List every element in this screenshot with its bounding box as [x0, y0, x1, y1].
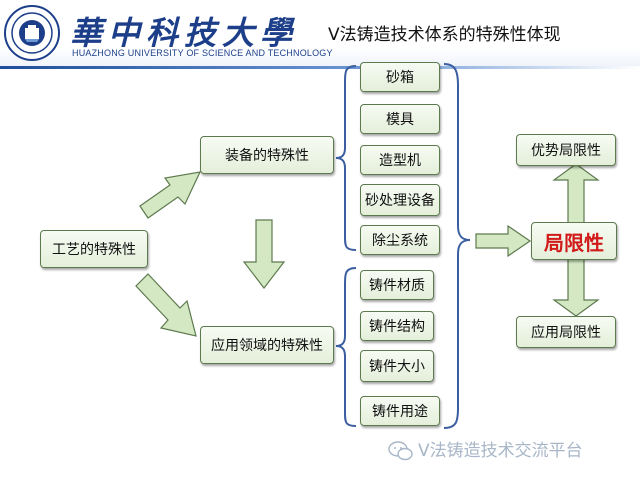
- university-seal-logo: [4, 5, 60, 61]
- arrow-process-to-equipment: [139, 171, 202, 219]
- node-advantage-limitation: 优势局限性: [516, 134, 616, 166]
- node-equipment: 装备的特殊性: [200, 136, 334, 174]
- node-casting-material: 铸件材质: [360, 270, 434, 300]
- brace-equipment-group: [335, 65, 357, 251]
- node-sand-treatment: 砂处理设备: [360, 184, 440, 216]
- node-dust-removal: 除尘系统: [360, 225, 440, 255]
- university-name-en: HUAZHONG UNIVERSITY OF SCIENCE AND TECHN…: [72, 48, 333, 58]
- node-sand-box: 砂箱: [360, 62, 440, 92]
- header-divider: [0, 66, 640, 69]
- node-casting-structure: 铸件结构: [360, 311, 434, 341]
- node-molding-machine: 造型机: [360, 145, 440, 175]
- arrow-to-limitation: [475, 224, 532, 258]
- node-casting-use: 铸件用途: [360, 396, 440, 426]
- brace-combined-right: [443, 63, 471, 429]
- node-application-limitation: 应用局限性: [516, 316, 616, 348]
- node-limitation: 局限性: [531, 222, 617, 260]
- slide-header: [0, 0, 640, 68]
- node-casting-size: 铸件大小: [360, 350, 434, 382]
- node-application: 应用领域的特殊性: [200, 326, 334, 364]
- university-name-cn: 華中科技大學: [70, 14, 299, 52]
- watermark-text: V法铸造技术交流平台: [418, 441, 583, 461]
- brace-application-group: [335, 267, 357, 427]
- arrow-equipment-to-application: [242, 219, 286, 289]
- node-process: 工艺的特殊性: [40, 230, 148, 268]
- wechat-icon: [388, 441, 413, 461]
- slide-title: V法铸造技术体系的特殊性体现: [328, 25, 561, 45]
- node-mold: 模具: [360, 104, 440, 134]
- arrow-process-to-application: [135, 273, 197, 337]
